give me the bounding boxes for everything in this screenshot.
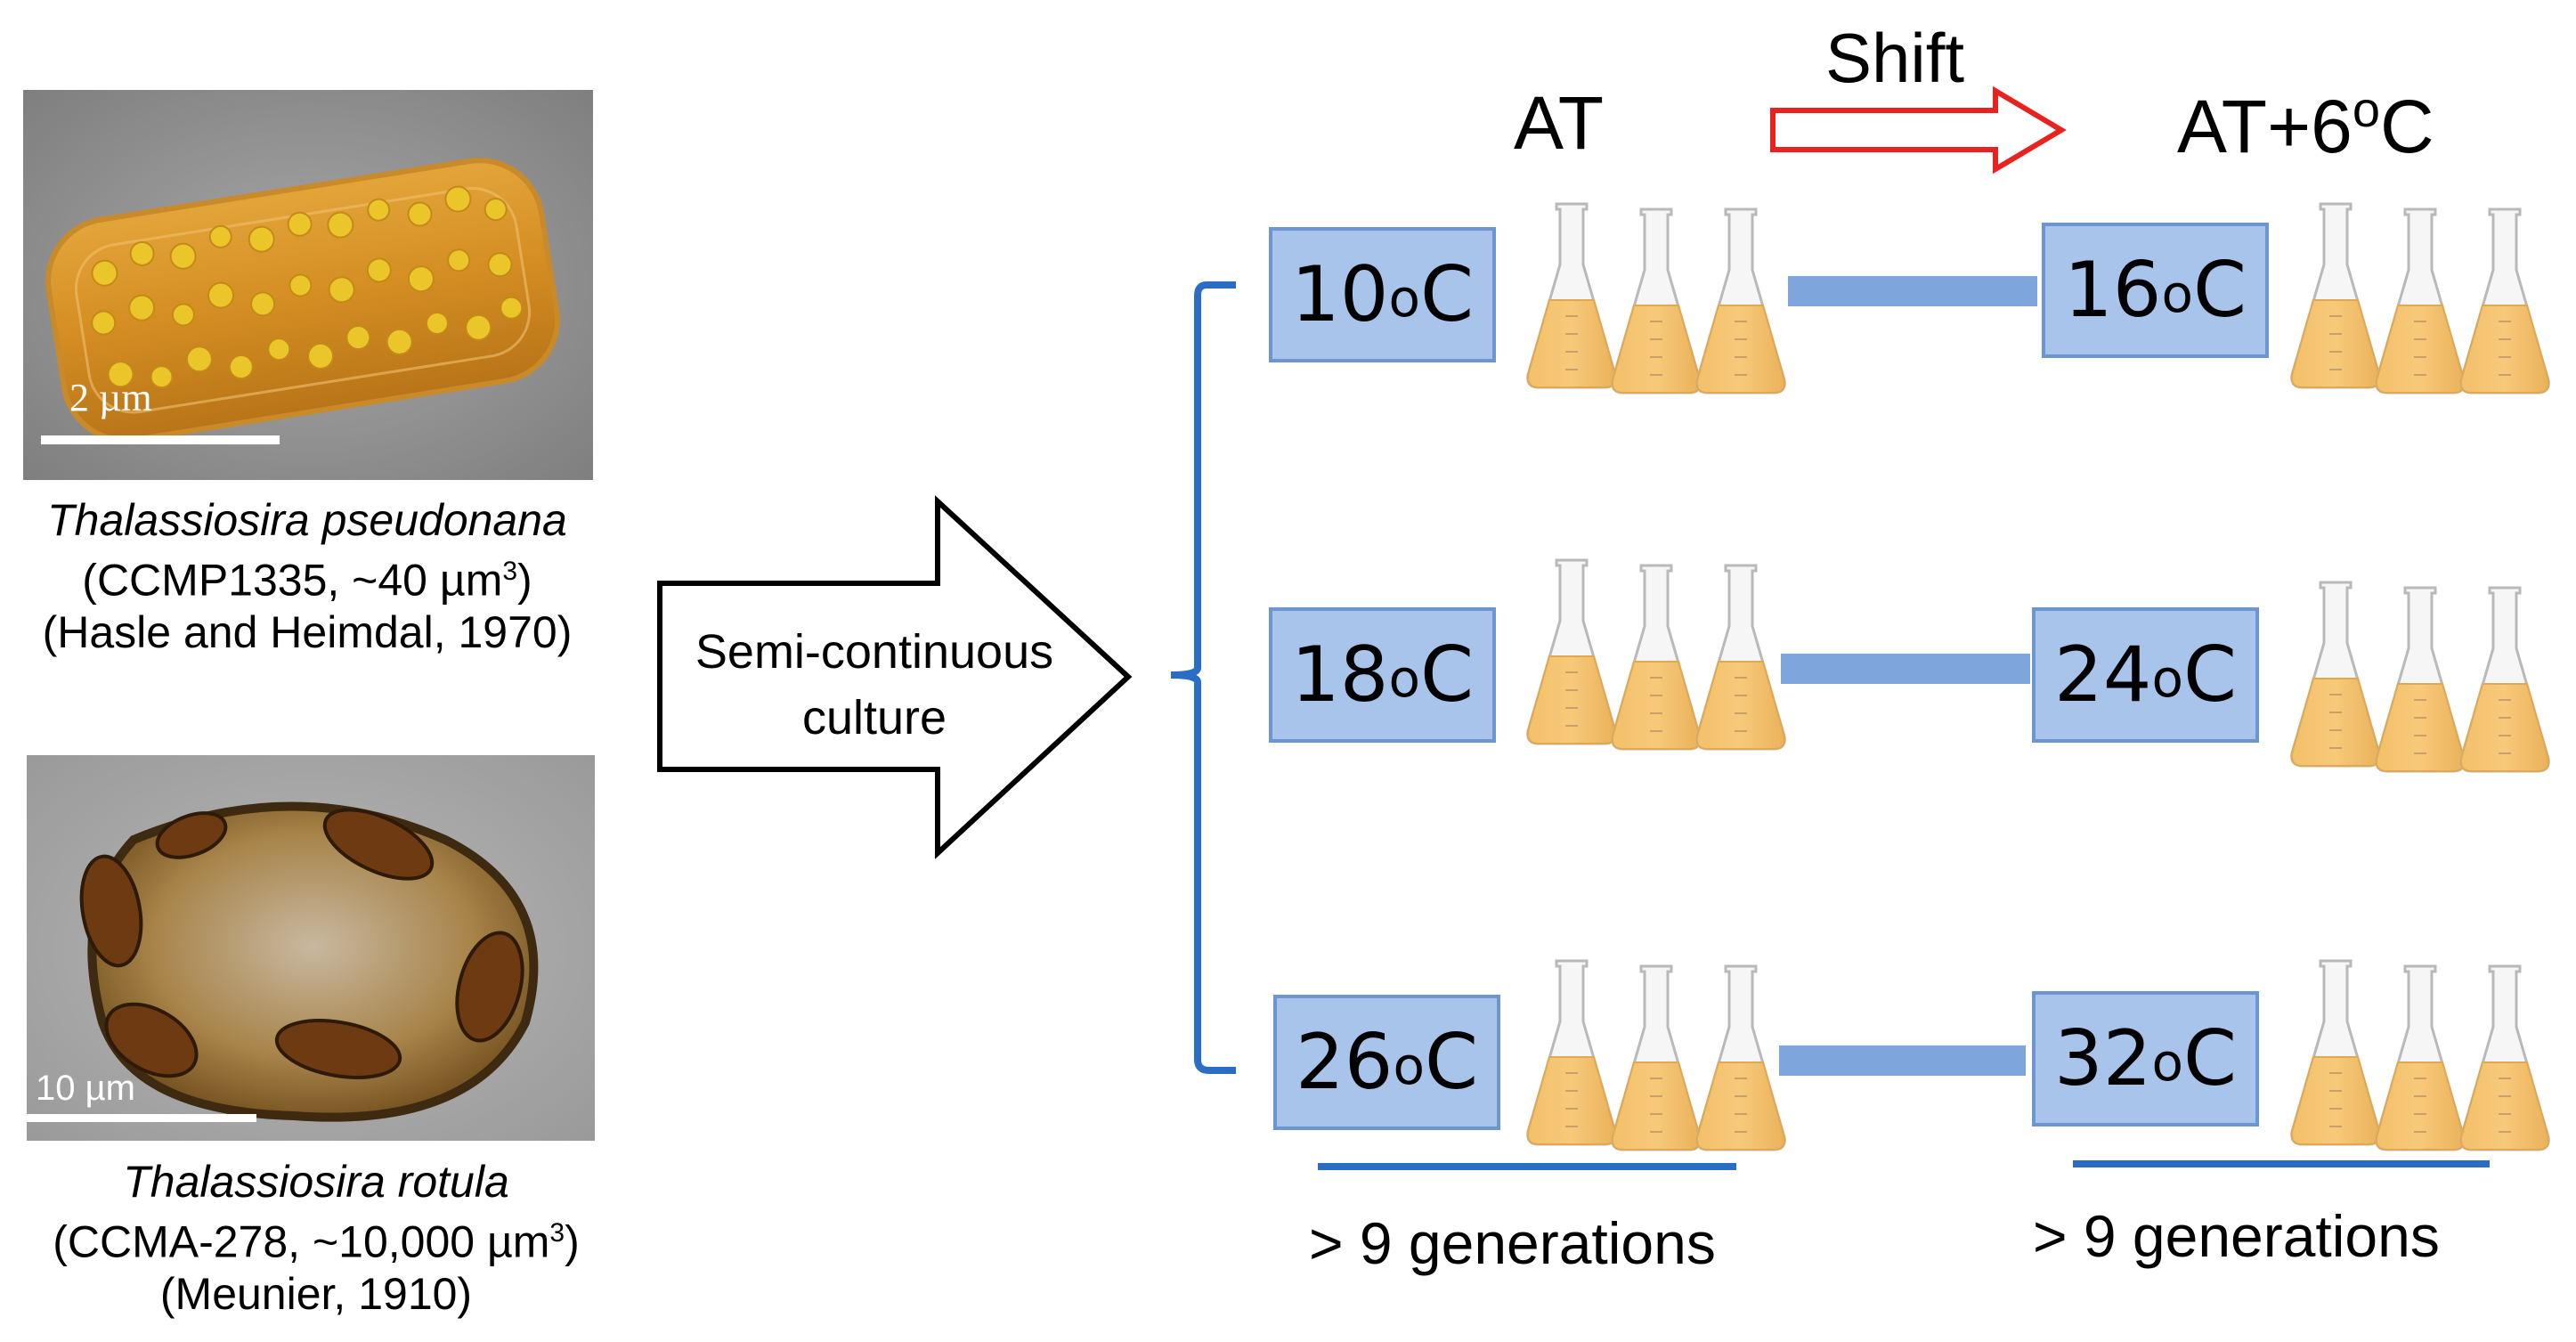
culture-arrow-label: Semi-continuous culture <box>661 619 1088 751</box>
connector-2 <box>1781 654 2030 684</box>
shift-label: Shift <box>1825 19 1965 97</box>
flask-icon <box>1692 562 1790 758</box>
generation-line-left <box>1318 1163 1736 1170</box>
bracket <box>1170 281 1236 1074</box>
flask-icon <box>2371 963 2469 1159</box>
pseudonana-caption: Thalassiosira pseudonana (CCMP1335, ~40 … <box>0 494 614 658</box>
scale-bar <box>27 1114 256 1122</box>
shift-arrow <box>1770 85 2067 175</box>
rotula-caption: Thalassiosira rotula (CCMA-278, ~10,000 … <box>0 1156 632 1320</box>
flask-icon <box>1523 957 1621 1153</box>
connector-3 <box>1779 1045 2026 1076</box>
flask-icon <box>1692 963 1790 1159</box>
flask-icon <box>1692 206 1790 402</box>
pseudonana-detail: (CCMP1335, ~40 µm3) <box>82 555 532 606</box>
rotula-scale-label: 10 µm <box>36 1069 135 1108</box>
flask-icon <box>2456 584 2554 780</box>
rotula-name: Thalassiosira rotula <box>123 1157 509 1207</box>
culture-arrow-line1: Semi-continuous <box>695 625 1054 679</box>
flask-icon <box>2456 206 2554 402</box>
flask-icon <box>1607 206 1705 402</box>
flask-icon <box>1607 562 1705 758</box>
flask-icon <box>2371 206 2469 402</box>
flask-icon <box>2287 200 2385 396</box>
flask-icon <box>1523 557 1621 752</box>
pseudonana-name: Thalassiosira pseudonana <box>47 495 567 545</box>
flask-icon <box>2456 963 2554 1159</box>
pseudonana-photo: 2 µm <box>23 90 593 480</box>
flask-icon <box>1607 963 1705 1159</box>
generations-left: > 9 generations <box>1309 1210 1716 1276</box>
header-at: AT <box>1514 81 1605 165</box>
pseudonana-scale-label: 2 µm <box>69 376 152 419</box>
generations-right: > 9 generations <box>2033 1203 2440 1269</box>
pseudonana-cell-image <box>23 90 593 480</box>
connector-1 <box>1788 276 2037 306</box>
rotula-detail: (CCMA-278, ~10,000 µm3) <box>53 1216 580 1267</box>
scale-bar <box>41 435 280 444</box>
flask-icon <box>1523 200 1621 396</box>
pseudonana-reference: (Hasle and Heimdal, 1970) <box>42 606 573 657</box>
rotula-cell-image <box>27 755 595 1141</box>
flask-icon <box>2287 579 2385 775</box>
generation-line-right <box>2073 1160 2490 1167</box>
header-shifted: AT+6oC <box>2177 81 2434 168</box>
culture-arrow <box>657 495 1133 859</box>
flask-icon <box>2371 584 2469 780</box>
rotula-photo: 10 µm <box>27 755 595 1141</box>
rotula-reference: (Meunier, 1910) <box>159 1268 473 1319</box>
culture-arrow-line2: culture <box>801 691 947 744</box>
flask-icon <box>2287 957 2385 1153</box>
